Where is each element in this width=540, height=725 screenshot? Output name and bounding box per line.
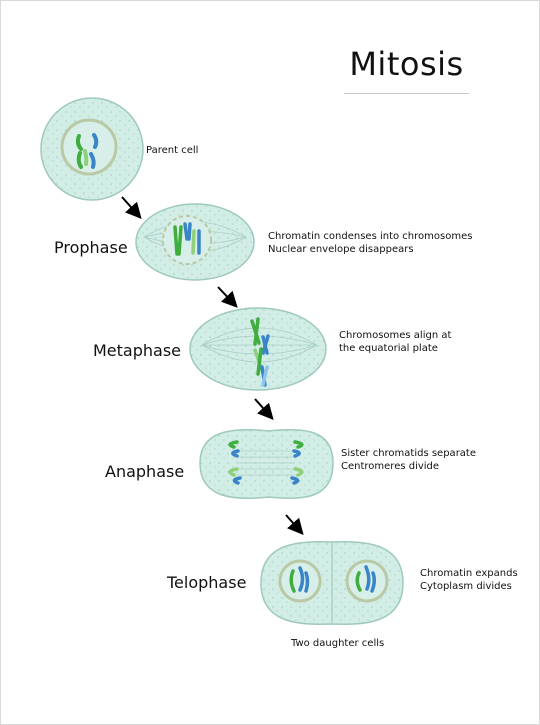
title-underline bbox=[344, 93, 469, 94]
arrow-to-prophase bbox=[121, 196, 142, 219]
metaphase-description: Chromosomes align at the equatorial plat… bbox=[339, 330, 452, 354]
stage-label-metaphase: Metaphase bbox=[93, 341, 182, 360]
telophase-description: Chromatin expands Cytoplasm divides bbox=[420, 568, 518, 592]
parent-cell-label: Parent cell bbox=[146, 145, 199, 156]
daughter-cells-label: Two daughter cells bbox=[291, 638, 385, 649]
stage-label-telophase: Telophase bbox=[167, 573, 247, 592]
daughter-nucleus-left bbox=[278, 559, 322, 603]
stage-label-anaphase: Anaphase bbox=[105, 462, 185, 481]
anaphase-description: Sister chromatids separate Centromeres d… bbox=[341, 448, 476, 472]
arrow-to-anaphase bbox=[254, 398, 274, 420]
prophase-description: Chromatin condenses into chromosomes Nuc… bbox=[268, 231, 473, 255]
arrow-to-metaphase bbox=[217, 286, 238, 308]
diagram-title: Mitosis bbox=[349, 45, 464, 83]
stage-arrows bbox=[121, 196, 304, 535]
anaphase-cell bbox=[199, 428, 334, 500]
stage-label-prophase: Prophase bbox=[54, 238, 128, 257]
separating-chromatids bbox=[228, 440, 304, 485]
prophase-cell bbox=[135, 203, 255, 281]
arrow-to-telophase bbox=[285, 514, 304, 535]
aligned-chromosomes bbox=[250, 317, 270, 387]
metaphase-cell bbox=[189, 307, 327, 391]
chromatin bbox=[75, 133, 99, 169]
parent-cell bbox=[40, 97, 144, 201]
telophase-cells bbox=[260, 541, 404, 625]
condensed-chromosomes bbox=[173, 222, 201, 256]
expanding-chromatin bbox=[289, 565, 377, 593]
